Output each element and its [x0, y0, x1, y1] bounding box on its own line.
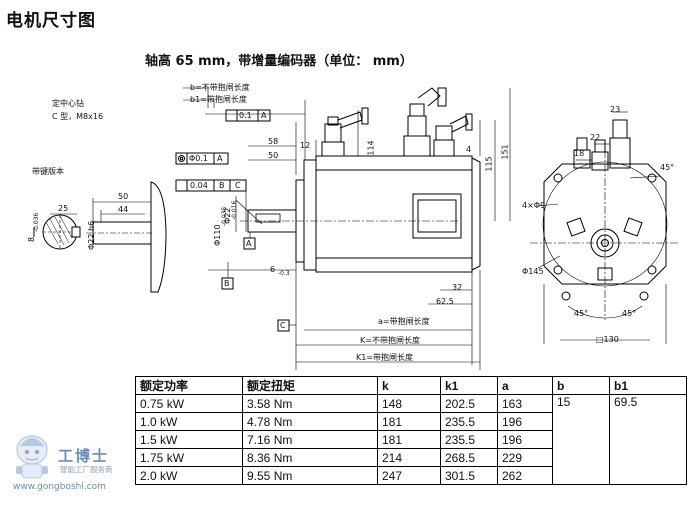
cell-k1: 268.5 — [440, 448, 498, 467]
datum-c: C — [280, 321, 286, 330]
dim-12: 12 — [300, 141, 311, 150]
label-k1-brake: K1=带抱闸长度 — [356, 353, 414, 362]
dim-151: 151 — [500, 144, 510, 160]
cell-k1: 301.5 — [440, 466, 498, 485]
tol-2-value: Φ0.1 — [189, 154, 209, 163]
cell-k: 214 — [377, 448, 441, 467]
dim-top-18: 18 — [574, 149, 585, 158]
dim-shaft-tol: -0.016 — [231, 200, 238, 220]
th-k1: k1 — [440, 376, 498, 395]
dim-flange-tol: -0.035 — [221, 206, 228, 226]
cell-k1: 235.5 — [440, 430, 498, 449]
th-a: a — [497, 376, 553, 395]
dim-6-tol: -0.3 — [278, 270, 290, 277]
dim-key-50: 50 — [118, 192, 129, 201]
cell-power: 1.0 kW — [135, 412, 243, 431]
cell-a: 163 — [497, 394, 553, 413]
cell-torque: 9.55 Nm — [242, 466, 378, 485]
table-row: 1.0 kW 4.78 Nm 181 235.5 196 — [135, 412, 687, 431]
dim-key-44: 44 — [118, 205, 129, 214]
dim-pcd: Φ145 — [522, 267, 544, 276]
cell-power: 2.0 kW — [135, 466, 243, 485]
cell-k1: 235.5 — [440, 412, 498, 431]
dim-58: 58 — [268, 137, 279, 146]
page-title: 电机尺寸图 — [6, 11, 96, 31]
dim-4: 4 — [466, 145, 472, 154]
dim-key-8: 8 — [27, 236, 36, 242]
cell-a: 262 — [497, 466, 553, 485]
drawing-subtitle: 轴高 65 mm，带增量编码器（单位： mm） — [145, 54, 413, 69]
tol-1-value: 0.1 — [239, 111, 252, 120]
label-b1-brake: b1=带抱闸长度 — [190, 95, 247, 104]
cell-k: 181 — [377, 430, 441, 449]
dim-key-25: 25 — [58, 204, 69, 213]
dim-key-8-tol: -0.036 — [33, 212, 40, 232]
dim-top-22: 22 — [590, 133, 601, 142]
cell-b: 15 — [552, 394, 610, 485]
dim-holes: 4×Φ9 — [522, 201, 546, 210]
dim-angle-2: 45° — [622, 309, 637, 318]
dim-key-22: Φ22 h6 — [87, 220, 96, 250]
label-b-no-brake: b=不带抱闸长度 — [190, 83, 250, 92]
table-row: 0.75 kW 3.58 Nm 148 202.5 163 15 69.5 — [135, 394, 687, 485]
dim-angle-1: 45° — [574, 309, 589, 318]
cell-k1: 202.5 — [440, 394, 498, 413]
label-keyed: 带键版本 — [32, 167, 64, 176]
th-k: k — [377, 376, 441, 395]
dim-flange-dia: Φ110 — [213, 224, 222, 246]
th-b: b — [552, 376, 610, 395]
tol-3-ref-b: B — [219, 181, 225, 190]
dim-50: 50 — [268, 151, 279, 160]
spec-table: 额定功率 额定扭矩 k k1 a b b1 0.75 kW 3.58 Nm 14… — [135, 376, 687, 485]
cell-k: 181 — [377, 412, 441, 431]
dim-62-5: 62.5 — [436, 297, 454, 306]
cell-torque: 8.36 Nm — [242, 448, 378, 467]
datum-b: B — [224, 279, 230, 288]
label-k-no-brake: K=不带抱闸长度 — [360, 336, 420, 345]
dim-115: 115 — [484, 156, 494, 172]
logo-sub: 智能工厂服务商 — [60, 465, 113, 474]
cell-k: 148 — [377, 394, 441, 413]
cell-power: 0.75 kW — [135, 394, 243, 413]
tol-3-ref-c: C — [235, 181, 241, 190]
th-torque: 额定扭矩 — [242, 376, 378, 395]
th-power: 额定功率 — [135, 376, 243, 395]
table-row: 2.0 kW 9.55 Nm 247 301.5 262 — [135, 466, 687, 485]
cell-power: 1.75 kW — [135, 448, 243, 467]
cell-a: 196 — [497, 412, 553, 431]
cell-torque: 7.16 Nm — [242, 430, 378, 449]
th-b1: b1 — [609, 376, 687, 395]
tol-2-ref: A — [217, 154, 223, 163]
dim-angle-3: 45° — [660, 163, 675, 172]
cell-torque: 3.58 Nm — [242, 394, 378, 413]
gongboshi-logo-icon — [16, 435, 48, 479]
datum-a: A — [246, 239, 252, 248]
label-center-drill: 定中心钻 — [52, 99, 84, 108]
cell-torque: 4.78 Nm — [242, 412, 378, 431]
logo-name: 工博士 — [58, 447, 110, 465]
label-center-drill-type: C 型，M8x16 — [52, 112, 104, 121]
cell-a: 229 — [497, 448, 553, 467]
dim-top-23: 23 — [610, 105, 621, 114]
tol-1-ref: A — [261, 111, 267, 120]
dim-square: □130 — [596, 335, 619, 344]
dim-32: 32 — [452, 283, 463, 292]
cell-a: 196 — [497, 430, 553, 449]
table-header-row: 额定功率 额定扭矩 k k1 a b b1 — [135, 376, 687, 395]
label-a-brake: a=带抱闸长度 — [378, 317, 430, 326]
dim-6: 6 — [270, 265, 276, 274]
cell-b1: 69.5 — [609, 394, 687, 485]
cell-power: 1.5 kW — [135, 430, 243, 449]
logo-url: www.gongboshi.com — [13, 482, 106, 492]
dimension-drawing — [33, 87, 680, 370]
dim-114: 114 — [366, 140, 376, 156]
cell-k: 247 — [377, 466, 441, 485]
tol-3-value: 0.04 — [190, 181, 208, 190]
